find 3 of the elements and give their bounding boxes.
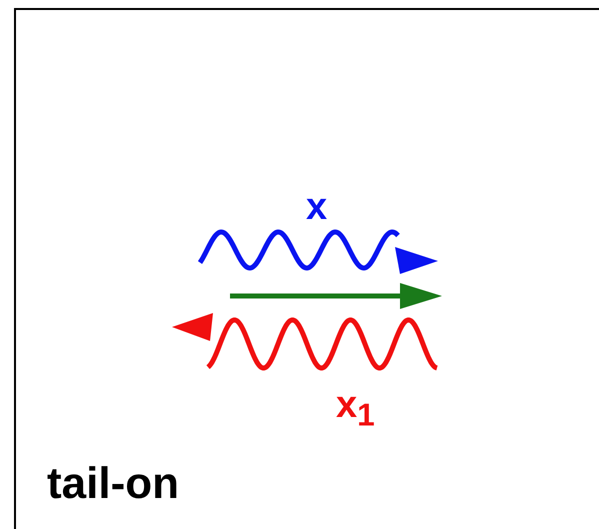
wave-label: x [306, 188, 328, 226]
orientation-label: tail-on [47, 462, 179, 506]
wave-label: x$_{1}$ [336, 386, 375, 432]
